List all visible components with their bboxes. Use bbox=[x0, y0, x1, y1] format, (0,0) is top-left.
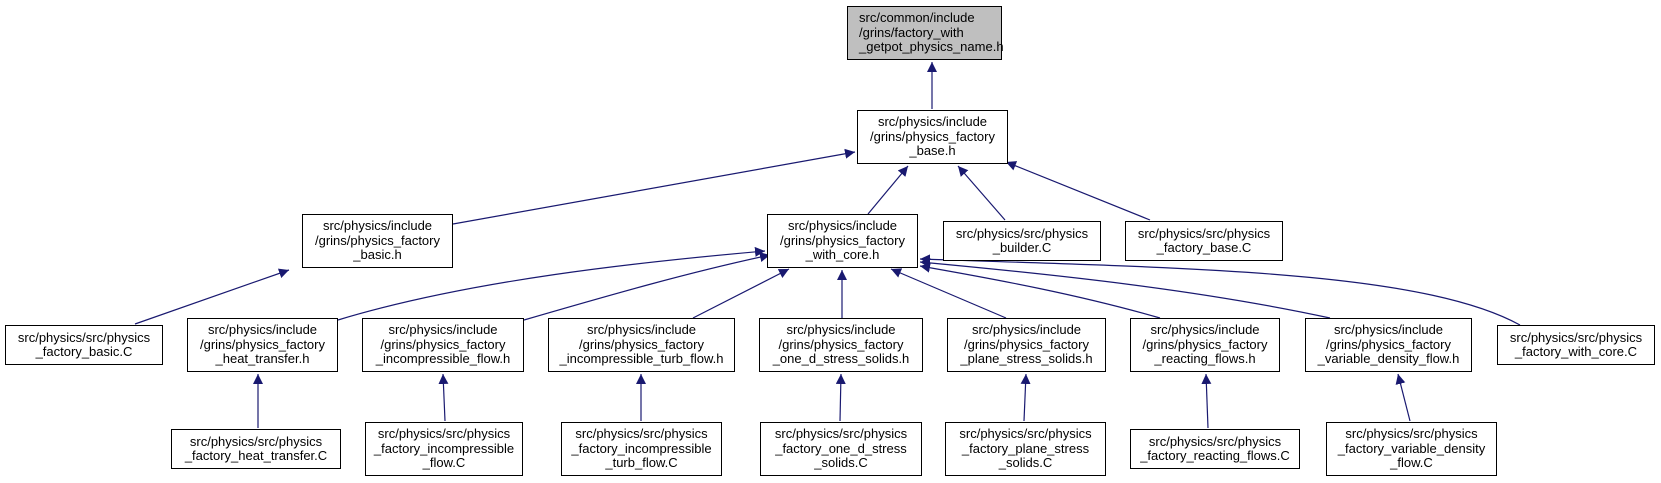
node-physics-factory-reacting-flows-c[interactable]: src/physics/src/physics _factory_reactin… bbox=[1130, 429, 1300, 469]
edge-incompressible-turb-flow-h-to-with-core-h bbox=[692, 268, 790, 319]
edge-variable-density-flow-c-to-variable-density-flow-h bbox=[1395, 373, 1411, 422]
edge-with-core-h-to-base-h bbox=[867, 165, 909, 215]
edge-reacting-flows-c-to-reacting-flows-h bbox=[1201, 373, 1212, 429]
node-physics-factory-incompressible-turb-flow-c[interactable]: src/physics/src/physics _factory_incompr… bbox=[561, 422, 722, 476]
node-physics-factory-with-core-h[interactable]: src/physics/include /grins/physics_facto… bbox=[767, 214, 918, 268]
node-physics-factory-variable-density-flow-c[interactable]: src/physics/src/physics _factory_variabl… bbox=[1326, 422, 1497, 476]
edge-reacting-flows-h-to-with-core-h bbox=[919, 262, 1161, 319]
node-physics-factory-one-d-stress-solids-h[interactable]: src/physics/include /grins/physics_facto… bbox=[759, 318, 923, 372]
node-physics-factory-basic-h[interactable]: src/physics/include /grins/physics_facto… bbox=[302, 214, 453, 268]
node-factory-with-getpot-physics-name-h[interactable]: src/common/include /grins/factory_with _… bbox=[847, 6, 1004, 60]
node-physics-builder-c[interactable]: src/physics/src/physics _builder.C bbox=[943, 221, 1101, 261]
node-physics-factory-heat-transfer-h[interactable]: src/physics/include /grins/physics_facto… bbox=[187, 318, 338, 372]
edge-variable-density-flow-h-to-with-core-h bbox=[919, 257, 1331, 319]
edge-heat-transfer-h-to-with-core-h bbox=[337, 246, 766, 321]
edge-one-d-stress-solids-c-to-one-d-stress-solids-h bbox=[835, 373, 846, 422]
edge-basic-h-to-base-h bbox=[452, 148, 856, 225]
node-physics-factory-variable-density-flow-h[interactable]: src/physics/include /grins/physics_facto… bbox=[1305, 318, 1472, 372]
edge-builder-c-to-base-h bbox=[957, 165, 1006, 221]
node-physics-factory-reacting-flows-h[interactable]: src/physics/include /grins/physics_facto… bbox=[1130, 318, 1280, 372]
node-physics-factory-heat-transfer-c[interactable]: src/physics/src/physics _factory_heat_tr… bbox=[171, 429, 341, 469]
node-physics-factory-base-h[interactable]: src/physics/include /grins/physics_facto… bbox=[857, 110, 1008, 164]
node-physics-factory-incompressible-flow-c[interactable]: src/physics/src/physics _factory_incompr… bbox=[365, 422, 523, 476]
node-physics-factory-base-c[interactable]: src/physics/src/physics _factory_base.C bbox=[1125, 221, 1283, 261]
edge-plane-stress-solids-c-to-plane-stress-solids-h bbox=[1020, 373, 1031, 422]
edge-with-core-c-to-with-core-h bbox=[919, 254, 1521, 326]
node-physics-factory-basic-c[interactable]: src/physics/src/physics _factory_basic.C bbox=[5, 325, 163, 365]
edge-plane-stress-solids-h-to-with-core-h bbox=[890, 268, 1007, 319]
node-physics-factory-plane-stress-solids-c[interactable]: src/physics/src/physics _factory_plane_s… bbox=[945, 422, 1106, 476]
edge-incompressible-flow-c-to-incompressible-flow-h bbox=[438, 373, 449, 422]
node-physics-factory-plane-stress-solids-h[interactable]: src/physics/include /grins/physics_facto… bbox=[947, 318, 1106, 372]
node-physics-factory-incompressible-turb-flow-h[interactable]: src/physics/include /grins/physics_facto… bbox=[548, 318, 735, 372]
edge-incompressible-flow-h-to-with-core-h bbox=[523, 252, 771, 321]
node-physics-factory-one-d-stress-solids-c[interactable]: src/physics/src/physics _factory_one_d_s… bbox=[760, 422, 922, 476]
edge-base-c-to-base-h bbox=[1005, 161, 1151, 221]
edge-basic-c-to-basic-h bbox=[134, 268, 290, 325]
node-physics-factory-incompressible-flow-h[interactable]: src/physics/include /grins/physics_facto… bbox=[362, 318, 524, 372]
node-physics-factory-with-core-c[interactable]: src/physics/src/physics _factory_with_co… bbox=[1497, 325, 1655, 365]
